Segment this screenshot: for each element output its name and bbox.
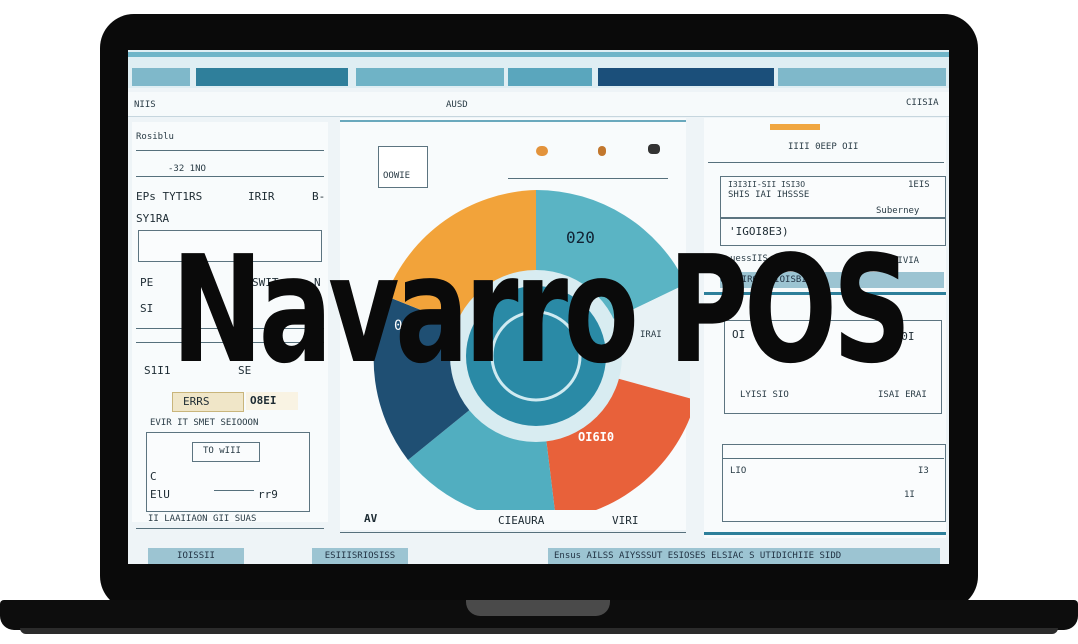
- left-field1-label: TO wIII: [203, 446, 241, 456]
- right-band-rule: [704, 292, 946, 295]
- center-top-line: [508, 178, 668, 179]
- left-row3-c: N: [314, 276, 321, 289]
- tab-2[interactable]: [196, 68, 348, 86]
- left-row1-b: IRIR: [248, 190, 275, 203]
- left-field1[interactable]: TO wIII: [192, 442, 260, 462]
- status-mid[interactable]: ESIIISRIOSISS: [312, 548, 408, 564]
- chart-label-orange-bottom: OI6I0: [578, 430, 615, 444]
- center-label-box[interactable]: OOWIE: [378, 146, 428, 188]
- left-divider-1: [136, 150, 324, 151]
- right-card-2[interactable]: 'IGOI8E3): [720, 218, 946, 246]
- tab-3[interactable]: [356, 68, 504, 86]
- left-row3-b: SWIT: [252, 276, 279, 289]
- chart-label-side: IRAI: [640, 330, 662, 340]
- right-band: OPSAIRON EIOISBIDE: [720, 272, 944, 288]
- center-top-icon-2[interactable]: [598, 146, 606, 156]
- pos-screen: NIIS AUSD CIISIA Rosiblu -32 1NO EPs TYT…: [128, 50, 949, 564]
- left-field2-line: [214, 490, 254, 491]
- sub-toolbar: [128, 92, 949, 117]
- right-card5-b: ISAI ERAI: [878, 390, 927, 400]
- left-divider-3: [136, 328, 324, 329]
- left-divider-5: [136, 528, 324, 529]
- status-left[interactable]: IOISSII: [148, 548, 244, 564]
- tab-5[interactable]: [598, 68, 774, 86]
- laptop-hinge-notch: [466, 600, 610, 616]
- left-input-box[interactable]: [138, 230, 322, 262]
- right-card1-b: SHIS IAI IHSSSE: [728, 190, 810, 200]
- right-bottom-box[interactable]: [722, 444, 946, 522]
- right-bottom-a: LIO: [730, 466, 747, 476]
- center-bottom-rule: [340, 532, 686, 533]
- center-top-rule: [340, 120, 686, 122]
- overlay-title: Navarro POS: [171, 224, 911, 396]
- right-card5-a: LYISI SIO: [740, 390, 789, 400]
- right-card-4[interactable]: [724, 320, 942, 414]
- right-card1-d: Suberney: [876, 206, 920, 216]
- left-field2-c: rr9: [258, 488, 278, 501]
- left-badge-left[interactable]: ERRS: [172, 392, 244, 412]
- tab-4[interactable]: [508, 68, 592, 86]
- left-row6: EVIR IT SMET SEIOOON: [150, 418, 259, 428]
- subbar-center-label: AUSD: [446, 100, 468, 110]
- center-footer-center: CIEAURA: [498, 514, 545, 527]
- center-footer-left: AV: [364, 512, 378, 525]
- left-row1-a: EPs TYT1RS: [136, 190, 203, 203]
- right-card-1[interactable]: [720, 176, 946, 218]
- right-card3-b: EIVIA: [892, 256, 920, 266]
- left-badge-right[interactable]: O8EI: [246, 392, 298, 410]
- left-row4: SI: [140, 302, 154, 315]
- left-detail-box: [146, 432, 310, 512]
- left-divider-4: [136, 342, 324, 343]
- center-footer-right: VIRI: [612, 514, 639, 527]
- left-row1-c: B-: [312, 190, 326, 203]
- right-top-accent: [770, 124, 820, 130]
- left-footer: II LAAIIAON GII SUAS: [148, 514, 257, 524]
- right-bottom-rule: [704, 532, 946, 535]
- right-top-label: IIII 0EEP OII: [788, 142, 859, 152]
- sales-pie-chart: [373, 189, 690, 510]
- chart-label-navy-left: 00: [394, 318, 411, 334]
- right-card3-a: uessIIS: [730, 254, 768, 264]
- right-bottom-divider: [722, 458, 944, 459]
- left-row5-b: SE: [238, 364, 252, 377]
- right-card4-b: 1I0I: [888, 330, 915, 343]
- left-row2: SY1RA: [136, 212, 170, 225]
- pie-inner-disc: [466, 286, 606, 426]
- left-sub-label: -32 1NO: [168, 164, 206, 174]
- subbar-right-label: CIISIA: [906, 98, 939, 108]
- left-field2-a: C: [150, 470, 157, 483]
- chart-label-teal-top: 020: [566, 228, 595, 247]
- center-top-icon-3[interactable]: [648, 144, 660, 154]
- laptop-base-shadow: [20, 628, 1058, 634]
- right-card1-c: 1EIS: [908, 180, 930, 190]
- top-accent-line: [128, 52, 949, 57]
- right-card4-a: OI: [732, 328, 746, 341]
- subbar-left-label: NIIS: [134, 100, 156, 110]
- left-badge-right-label: O8EI: [250, 394, 277, 407]
- left-row3: PE: [140, 276, 154, 289]
- right-card2-label: 'IGOI8E3): [729, 225, 789, 238]
- center-label-box-text: OOWIE: [383, 171, 411, 181]
- left-panel-header: Rosiblu: [136, 132, 174, 142]
- tab-6[interactable]: [778, 68, 946, 86]
- left-badge-left-label: ERRS: [183, 395, 210, 408]
- right-bottom-b: I3: [918, 466, 929, 476]
- status-right[interactable]: Ensus AILSS AIYSSSUT ESIOSES ELSIAC S UT…: [548, 548, 940, 564]
- right-divider-1: [708, 162, 944, 163]
- right-bottom-c: 1I: [904, 490, 915, 500]
- right-card1-a: I3I3II-SII ISI3O: [728, 180, 806, 189]
- pie-center-ring: [490, 310, 582, 402]
- left-field2-b: ElU: [150, 488, 170, 501]
- tab-1[interactable]: [132, 68, 190, 86]
- left-row5: S1I1: [144, 364, 171, 377]
- center-top-icon-1[interactable]: [536, 146, 548, 156]
- left-divider-2: [136, 176, 324, 177]
